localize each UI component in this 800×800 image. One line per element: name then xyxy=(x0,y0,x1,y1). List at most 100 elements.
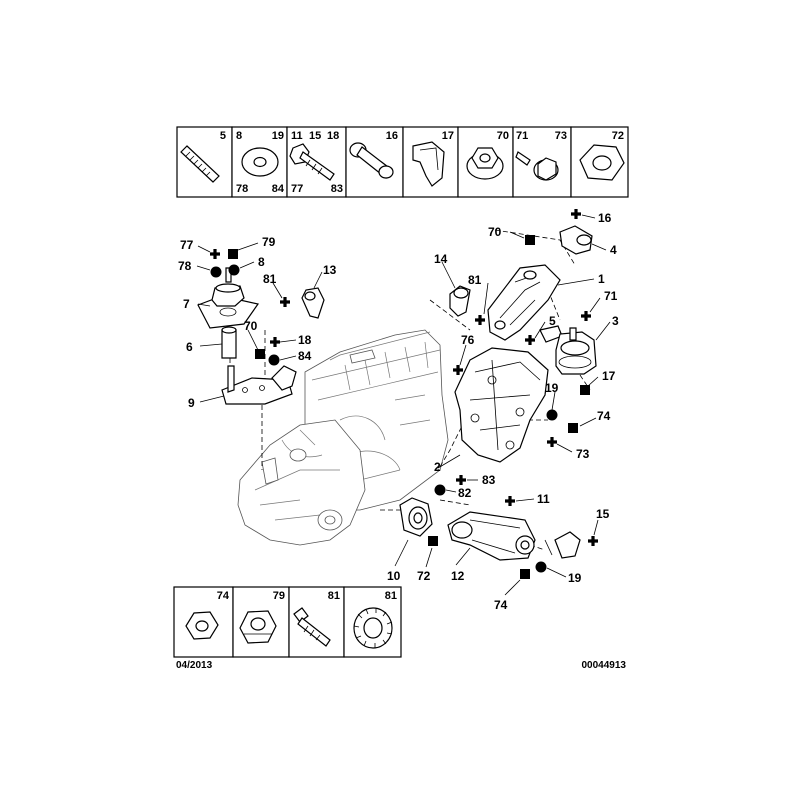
callout-84: 84 xyxy=(298,349,312,363)
cross-symbol xyxy=(456,475,466,485)
bracket-4 xyxy=(559,225,593,255)
top-code-11: 11 xyxy=(291,130,303,142)
top-code-71: 71 xyxy=(516,130,528,142)
top-code-15: 15 xyxy=(309,130,321,142)
cross-symbol xyxy=(505,496,515,506)
top-code-83: 83 xyxy=(331,183,343,195)
dot-symbol xyxy=(434,484,446,496)
clip-15 xyxy=(544,531,581,559)
callout-82: 82 xyxy=(458,486,472,500)
callout-83: 83 xyxy=(482,473,496,487)
callout-19-lower: 19 xyxy=(568,571,582,585)
cross-symbol xyxy=(588,536,598,546)
callout-2: 2 xyxy=(434,460,441,474)
bracket-14 xyxy=(449,285,471,317)
top-code-77: 77 xyxy=(291,183,303,195)
cross-symbol xyxy=(453,365,463,375)
top-fastener-panel: 5 8 19 11 15 18 16 17 70 71 73 72 78 84 … xyxy=(176,126,629,198)
footer-date: 04/2013 xyxy=(176,660,213,671)
bottom-code-74: 74 xyxy=(217,590,230,602)
spacer-6 xyxy=(221,326,237,359)
callout-9: 9 xyxy=(188,396,195,410)
callout-5: 5 xyxy=(549,314,556,328)
stud-icon xyxy=(180,145,220,183)
callout-17: 17 xyxy=(602,369,616,383)
screw-icon xyxy=(293,607,331,647)
top-code-70: 70 xyxy=(497,130,509,142)
callout-74-upper: 74 xyxy=(597,409,611,423)
square-symbol xyxy=(255,349,265,359)
callout-81-left: 81 xyxy=(263,272,277,286)
top-code-5: 5 xyxy=(220,130,226,142)
callout-4: 4 xyxy=(610,243,617,257)
cross-symbol xyxy=(210,249,220,259)
callout-71: 71 xyxy=(604,289,618,303)
bracket-13 xyxy=(301,287,325,319)
callout-1: 1 xyxy=(598,272,605,286)
engine-mount-3 xyxy=(555,327,597,375)
top-code-84: 84 xyxy=(272,183,285,195)
top-code-19: 19 xyxy=(272,130,284,142)
bottom-code-81-b: 81 xyxy=(385,590,397,602)
torque-rod-12 xyxy=(447,511,536,561)
top-code-18: 18 xyxy=(327,130,339,142)
callout-19-upper: 19 xyxy=(545,381,559,395)
dot-symbol xyxy=(268,354,280,366)
top-code-17: 17 xyxy=(442,130,454,142)
square-symbol xyxy=(568,423,578,433)
callout-8: 8 xyxy=(258,255,265,269)
square-symbol xyxy=(228,249,238,259)
square-symbol xyxy=(580,385,590,395)
callout-76: 76 xyxy=(461,333,475,347)
callout-78: 78 xyxy=(178,259,192,273)
top-code-73: 73 xyxy=(555,130,567,142)
callout-10: 10 xyxy=(387,569,401,583)
cross-symbol xyxy=(280,297,290,307)
top-code-16: 16 xyxy=(386,130,398,142)
cross-symbol xyxy=(547,437,557,447)
callout-74-lower: 74 xyxy=(494,598,508,612)
leader-lines xyxy=(196,214,611,596)
serrated-washer-icon xyxy=(353,607,393,649)
dot-symbol xyxy=(228,264,240,276)
bottom-code-81-a: 81 xyxy=(328,590,340,602)
cross-symbol xyxy=(571,209,581,219)
bracket-9 xyxy=(221,365,297,405)
callout-13: 13 xyxy=(323,263,337,277)
callout-11: 11 xyxy=(537,492,550,506)
square-symbol xyxy=(525,235,535,245)
callout-73: 73 xyxy=(576,447,590,461)
callout-7: 7 xyxy=(183,297,190,311)
callout-18: 18 xyxy=(298,333,312,347)
cross-symbol xyxy=(475,315,485,325)
top-code-72: 72 xyxy=(612,130,624,142)
cross-symbol xyxy=(525,335,535,345)
top-code-8: 8 xyxy=(236,130,242,142)
bolt-with-washer-icon xyxy=(515,151,559,181)
clip-icon xyxy=(412,141,445,187)
footer-code: 00044913 xyxy=(582,660,627,671)
callout-6: 6 xyxy=(186,340,193,354)
callout-14: 14 xyxy=(434,252,448,266)
hex-bolt-icon xyxy=(289,143,335,181)
callout-16: 16 xyxy=(598,211,612,225)
callout-numbers: 77 79 78 8 81 13 7 70 18 6 84 9 14 81 76… xyxy=(178,211,619,612)
bottom-code-79: 79 xyxy=(273,590,285,602)
callout-72: 72 xyxy=(417,569,431,583)
flange-nut-icon xyxy=(466,147,504,180)
cross-symbol xyxy=(581,311,591,321)
bottom-fastener-panel: 74 79 81 81 xyxy=(173,586,402,658)
callout-70-right: 70 xyxy=(488,225,502,239)
callout-77: 77 xyxy=(180,238,194,252)
engine-gearbox-outline xyxy=(237,329,449,546)
square-symbol xyxy=(428,536,438,546)
dot-symbol xyxy=(535,561,547,573)
thin-nut-icon xyxy=(185,611,219,640)
large-nut-icon xyxy=(579,144,625,181)
top-code-78: 78 xyxy=(236,183,248,195)
dot-symbol xyxy=(546,409,558,421)
callout-81-right: 81 xyxy=(468,273,482,287)
bracket-2 xyxy=(454,347,549,463)
washer-icon xyxy=(241,147,279,177)
